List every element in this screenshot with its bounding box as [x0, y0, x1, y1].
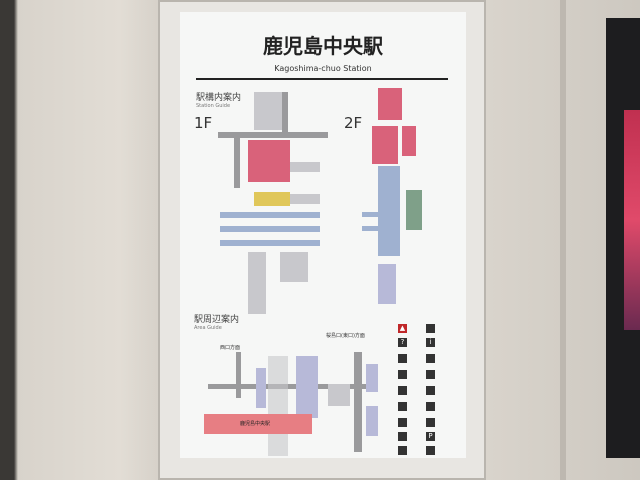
wall-left	[0, 0, 160, 480]
station-guide-heading: 駅構内案内 Station Guide	[196, 90, 241, 109]
pillar-edge	[560, 0, 566, 480]
station-map-sign: 鹿児島中央駅 Kagoshima-chuo Station 駅構内案内 Stat…	[180, 12, 466, 458]
west-exit-label: 西口方面	[220, 345, 241, 351]
station-guide-jp: 駅構内案内	[196, 93, 242, 103]
sign-title: 鹿児島中央駅	[263, 34, 383, 58]
east-exit-label: 桜島口(東口)方面	[326, 333, 365, 339]
station-label: 鹿児島中央駅	[240, 421, 271, 427]
station-guide-en: Station Guide	[196, 103, 231, 109]
area-guide-en: Area Guide	[194, 325, 222, 331]
title-divider	[196, 78, 448, 80]
screen-content	[624, 110, 640, 330]
sign-subtitle: Kagoshima-chuo Station	[274, 64, 372, 73]
floor-1-label: 1F	[194, 114, 213, 132]
area-guide-heading: 駅周辺案内 Area Guide	[194, 312, 239, 331]
area-guide-jp: 駅周辺案内	[194, 315, 240, 325]
floor-2-label: 2F	[344, 114, 363, 132]
